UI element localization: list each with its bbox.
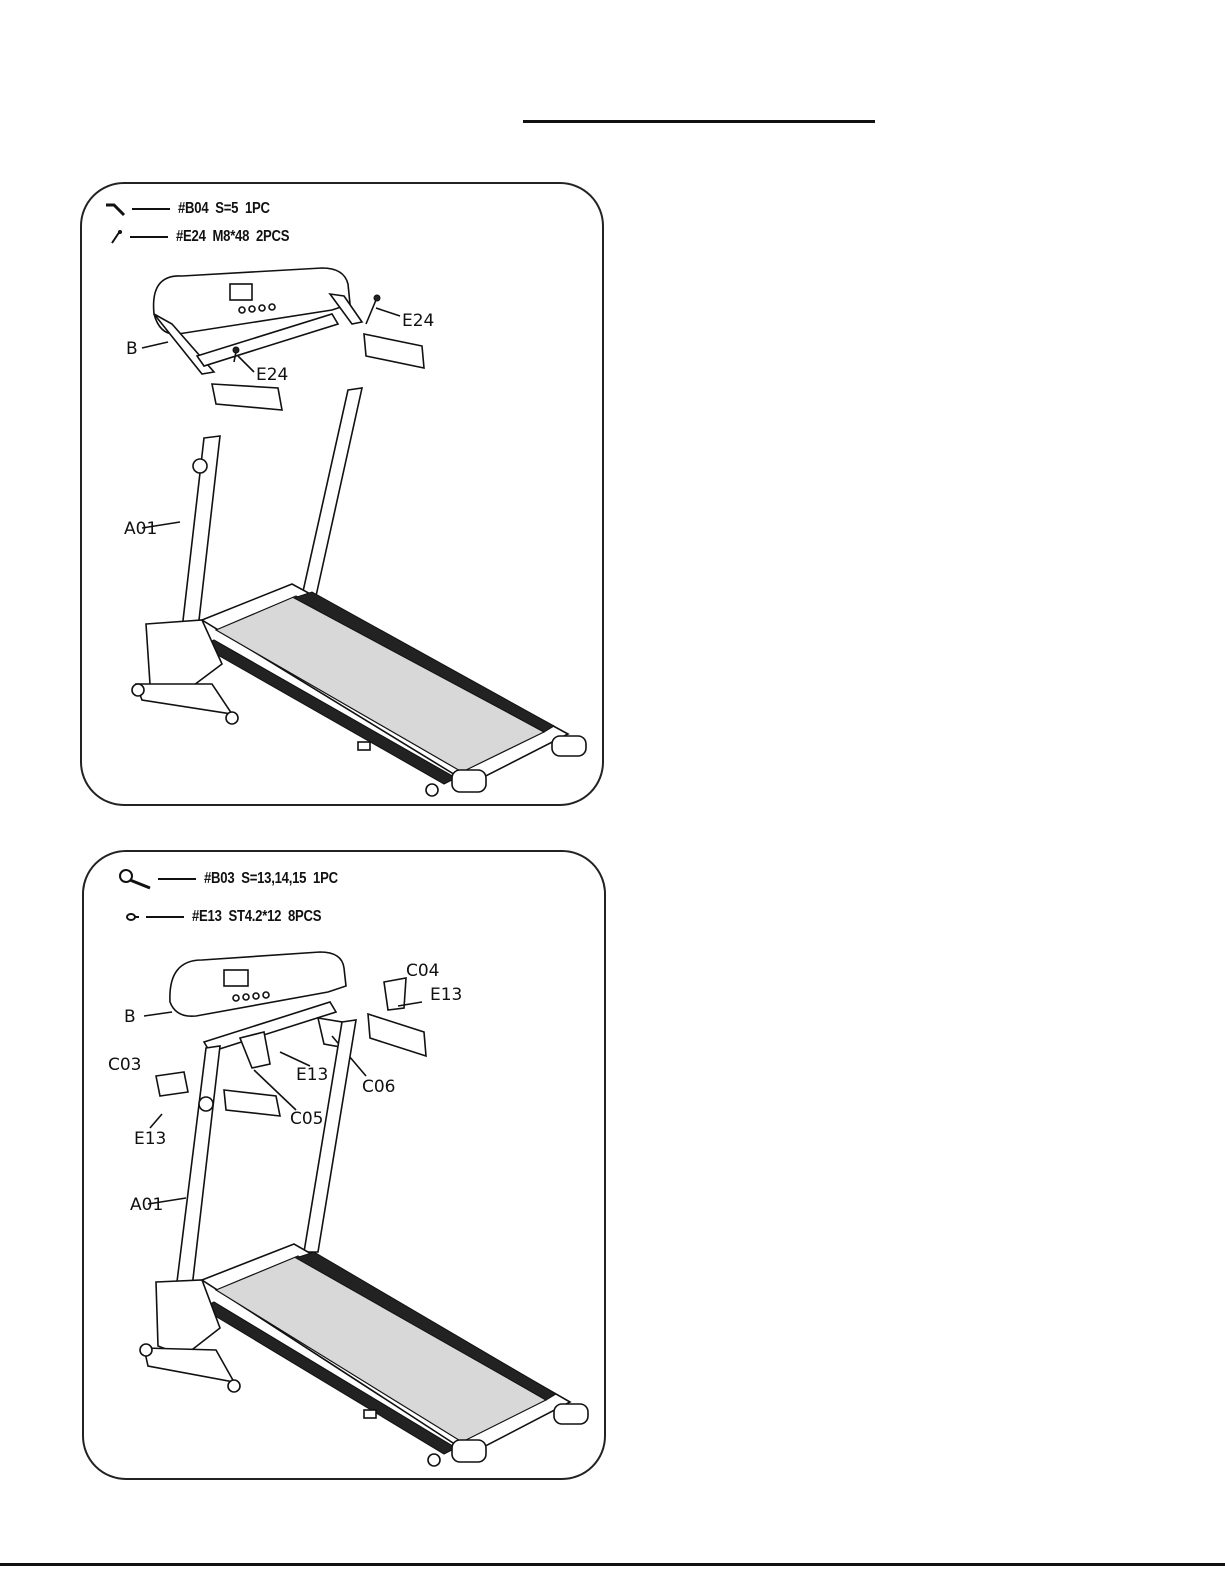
bottom-rule xyxy=(0,1563,1225,1566)
label-a01: A01 xyxy=(130,1195,163,1215)
label-e13-right: E13 xyxy=(430,985,462,1005)
label-e13-mid: E13 xyxy=(296,1065,328,1085)
label-c06: C06 xyxy=(362,1077,396,1097)
title-underline xyxy=(523,120,875,123)
assembly-step-1-panel: #B04 S=5 1PC #E24 M8*48 2PCS B E24 E24 A… xyxy=(80,182,604,806)
label-a01: A01 xyxy=(124,519,157,539)
label-b: B xyxy=(124,1007,136,1027)
label-b: B xyxy=(126,339,138,359)
label-c03: C03 xyxy=(108,1055,142,1075)
label-e13-left: E13 xyxy=(134,1129,166,1149)
label-c05: C05 xyxy=(290,1109,324,1129)
label-c04: C04 xyxy=(406,961,440,981)
assembly-step-2-panel: #B03 S=13,14,15 1PC #E13 ST4.2*12 8PCS C… xyxy=(82,850,606,1480)
label-e24-right: E24 xyxy=(402,311,434,331)
treadmill-assembly-drawing-1: B E24 E24 A01 xyxy=(82,184,606,808)
label-e24-left: E24 xyxy=(256,365,288,385)
treadmill-assembly-drawing-2: C04 E13 B C03 E13 C06 E13 C05 A01 xyxy=(84,852,608,1482)
